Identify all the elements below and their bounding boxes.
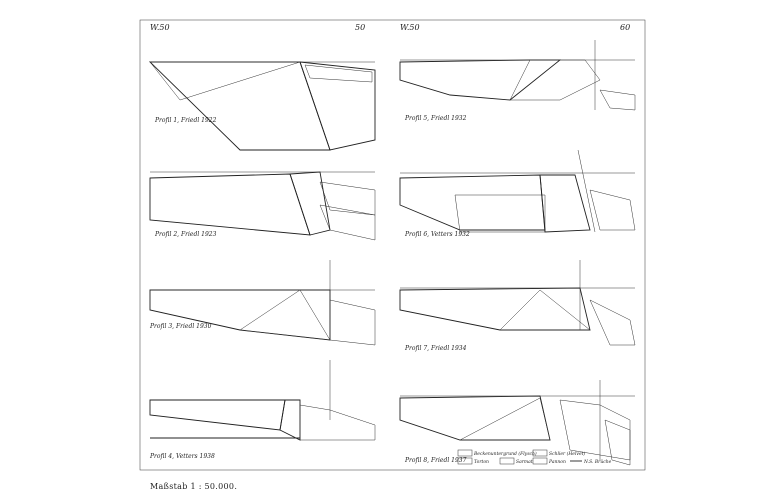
profile-4: Profil 4, Vetters 1938 xyxy=(149,360,376,460)
right-column-number: 60 xyxy=(620,23,630,32)
legend-item-3: Sarmat xyxy=(516,459,533,465)
left-column-tag: W.50 xyxy=(150,23,170,32)
legend-item-5: Pannon xyxy=(548,459,566,465)
legend: Beckenuntergrund (Flysch) Torton Sarmat … xyxy=(457,449,612,465)
profile-5-label: Profil 5, Friedl 1932 xyxy=(404,115,467,122)
legend-item-4: Schlier (Helvet) xyxy=(549,450,585,457)
profile-6: Profil 6, Vetters 1932 xyxy=(399,149,636,238)
profile-2-label: Profil 2, Friedl 1923 xyxy=(154,231,217,238)
profile-3: Profil 3, Friedl 1930 xyxy=(149,260,376,346)
left-column-number: 50 xyxy=(355,23,365,32)
legend-item-6: N.S. Brüche xyxy=(583,459,612,465)
profile-7-label: Profil 7, Friedl 1934 xyxy=(404,345,467,352)
legend-item-1: Beckenuntergrund (Flysch) xyxy=(473,450,537,457)
right-column-tag: W.50 xyxy=(400,23,420,32)
profile-5: Profil 5, Friedl 1932 xyxy=(399,40,636,122)
profile-8: Profil 8, Friedl 1937 xyxy=(399,380,635,466)
profile-4-label: Profil 4, Vetters 1938 xyxy=(149,453,215,460)
profile-6-label: Profil 6, Vetters 1932 xyxy=(404,231,470,238)
profile-3-label: Profil 3, Friedl 1930 xyxy=(149,323,212,330)
profile-8-label: Profil 8, Friedl 1937 xyxy=(404,457,467,464)
profile-1: Profil 1, Friedl 1922 xyxy=(148,61,376,151)
scale-label: Maßstab 1 : 50.000. xyxy=(150,482,238,491)
legend-item-2: Torton xyxy=(474,459,489,465)
profile-2: Profil 2, Friedl 1923 xyxy=(149,171,376,241)
profile-1-label: Profil 1, Friedl 1922 xyxy=(154,117,217,124)
profile-7: Profil 7, Friedl 1934 xyxy=(399,260,636,352)
